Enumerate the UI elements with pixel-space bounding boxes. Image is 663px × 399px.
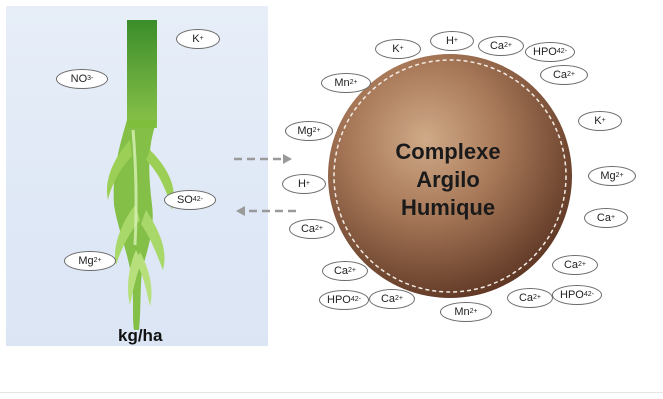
ion-h: H+ <box>282 174 326 194</box>
bottom-rule <box>0 392 663 393</box>
ion-k: K+ <box>375 39 421 59</box>
ion-h: H+ <box>430 31 474 51</box>
complex-label-line: Argilo <box>332 166 564 194</box>
complex-label-line: Complexe <box>332 138 564 166</box>
ion-ca: Ca+ <box>584 208 628 228</box>
plant-stem <box>127 20 157 128</box>
plant-illustration <box>107 20 174 330</box>
ion-k: K+ <box>176 29 220 49</box>
complex-label-line: Humique <box>332 194 564 222</box>
arrow-to-complex-head <box>283 154 292 164</box>
plant-label: kg/ha <box>118 326 162 346</box>
ion-k: K+ <box>578 111 622 131</box>
arrow-to-plant-head <box>236 206 245 216</box>
complex-label: Complexe Argilo Humique <box>332 138 564 222</box>
